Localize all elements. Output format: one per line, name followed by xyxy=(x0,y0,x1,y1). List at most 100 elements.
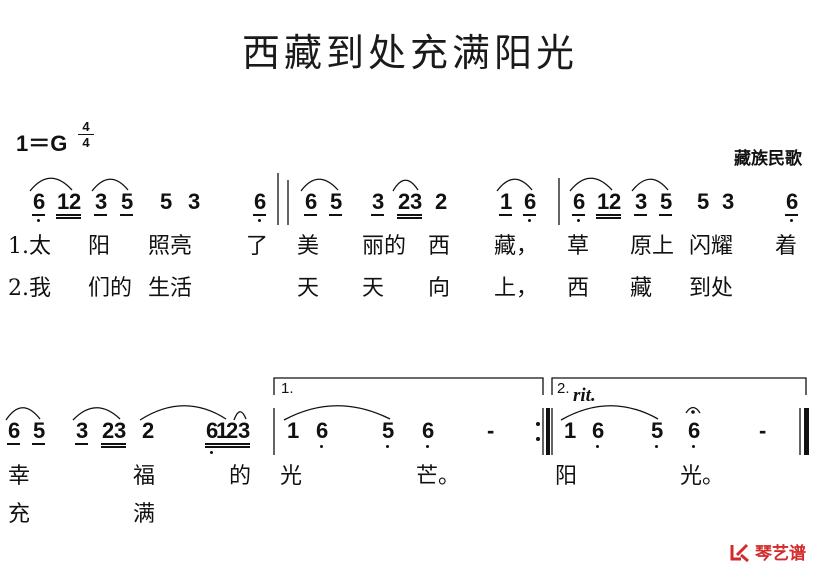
note: - xyxy=(759,418,767,443)
lyric-verse-1: 草 xyxy=(567,234,590,259)
note: 2 xyxy=(69,189,82,214)
lyric-verse-1: 1.太 xyxy=(8,234,51,259)
lyric-verse-1: 了 xyxy=(246,234,269,259)
duration-underline xyxy=(523,214,536,216)
duration-underline xyxy=(7,443,20,445)
slur xyxy=(29,177,73,192)
volta-bracket-2 xyxy=(551,377,807,395)
note: 3 xyxy=(372,189,385,214)
duration-underline xyxy=(409,217,422,219)
duration-underline xyxy=(499,214,512,216)
duration-underline xyxy=(596,217,609,219)
note: 6 xyxy=(33,189,46,214)
lyric-verse-1: 着 xyxy=(775,234,798,259)
duration-underline xyxy=(32,443,45,445)
repeat-thick-bar xyxy=(546,408,550,455)
brand-logo-icon xyxy=(730,543,749,562)
duration-underline xyxy=(215,446,228,448)
note: 3 xyxy=(188,189,201,214)
brand-logo: 琴艺谱 xyxy=(729,539,806,564)
note: 1 xyxy=(500,189,513,214)
lyric-verse-1: 幸 xyxy=(8,464,31,489)
duration-underline xyxy=(253,214,266,216)
duration-underline xyxy=(68,217,81,219)
note: 5 xyxy=(160,189,173,214)
note: 1 xyxy=(287,418,300,443)
note: 6 xyxy=(786,189,799,214)
lyric-verse-2: 满 xyxy=(133,502,156,527)
lyric-verse-2: 天 xyxy=(362,276,385,301)
duration-underline xyxy=(397,217,410,219)
final-barline-thick xyxy=(804,408,809,455)
note: 3 xyxy=(410,189,423,214)
note: 6 xyxy=(524,189,537,214)
lyric-verse-2: 充 xyxy=(8,502,31,527)
slur xyxy=(91,178,129,192)
note: 2 xyxy=(435,189,448,214)
slur xyxy=(496,178,533,192)
duration-underline xyxy=(225,446,238,448)
note: 6 xyxy=(305,189,318,214)
lyric-verse-1: 光。 xyxy=(680,464,725,489)
time-signature: 4 4 xyxy=(78,120,94,149)
lyric-verse-2: 2.我 xyxy=(8,276,51,301)
slur xyxy=(392,179,419,192)
lyric-verse-1: 光 xyxy=(280,464,303,489)
duration-underline xyxy=(409,214,422,216)
note: 1 xyxy=(564,418,577,443)
lyric-verse-1: 芒。 xyxy=(416,464,461,489)
lyric-verse-1: 丽的 xyxy=(362,234,407,259)
note: 5 xyxy=(382,418,395,443)
lyric-verse-1: 原上 xyxy=(630,234,675,259)
fermata-dot xyxy=(691,410,695,414)
low-octave-dot xyxy=(210,451,213,454)
low-octave-dot xyxy=(692,445,695,448)
song-origin: 藏族民歌 xyxy=(734,149,802,169)
key-signature: 1＝G xyxy=(16,131,68,156)
low-octave-dot xyxy=(790,219,793,222)
duration-underline xyxy=(371,214,384,216)
duration-underline xyxy=(785,214,798,216)
lyric-verse-1: 照亮 xyxy=(148,234,193,259)
lyric-verse-1: 阳 xyxy=(88,234,111,259)
duration-underline xyxy=(572,214,585,216)
duration-underline xyxy=(225,443,238,445)
note: 2 xyxy=(226,418,239,443)
duration-underline xyxy=(32,214,45,216)
lyric-verse-1: 的 xyxy=(229,464,252,489)
low-octave-dot xyxy=(655,445,658,448)
duration-underline xyxy=(596,214,609,216)
duration-underline xyxy=(237,446,250,448)
lyric-verse-1: 西 xyxy=(428,234,451,259)
song-title: 西藏到处充满阳光 xyxy=(241,31,578,75)
duration-underline xyxy=(205,443,218,445)
note: 6 xyxy=(8,418,21,443)
note: 5 xyxy=(121,189,134,214)
lyric-verse-1: 闪耀 xyxy=(689,234,734,259)
slur xyxy=(5,407,41,421)
repeat-dot xyxy=(536,422,540,426)
volta-label-1: 1. xyxy=(281,380,294,397)
note: 3 xyxy=(76,418,89,443)
time-signature-top: 4 xyxy=(82,119,90,134)
note: 3 xyxy=(238,418,251,443)
note: 5 xyxy=(660,189,673,214)
lyric-verse-1: 阳 xyxy=(555,464,578,489)
note: 5 xyxy=(330,189,343,214)
duration-underline xyxy=(113,443,126,445)
low-octave-dot xyxy=(386,445,389,448)
note: 2 xyxy=(102,418,115,443)
note: 6 xyxy=(573,189,586,214)
note: 6 xyxy=(206,418,219,443)
note: 6 xyxy=(688,418,701,443)
slur xyxy=(72,407,121,421)
tempo-mark: rit. xyxy=(573,385,596,406)
lyric-verse-2: 们的 xyxy=(88,276,133,301)
note: 5 xyxy=(651,418,664,443)
brand-name: 琴艺谱 xyxy=(755,544,806,564)
duration-underline xyxy=(237,443,250,445)
duration-underline xyxy=(56,217,69,219)
note: 3 xyxy=(635,189,648,214)
note: 1 xyxy=(216,418,229,443)
